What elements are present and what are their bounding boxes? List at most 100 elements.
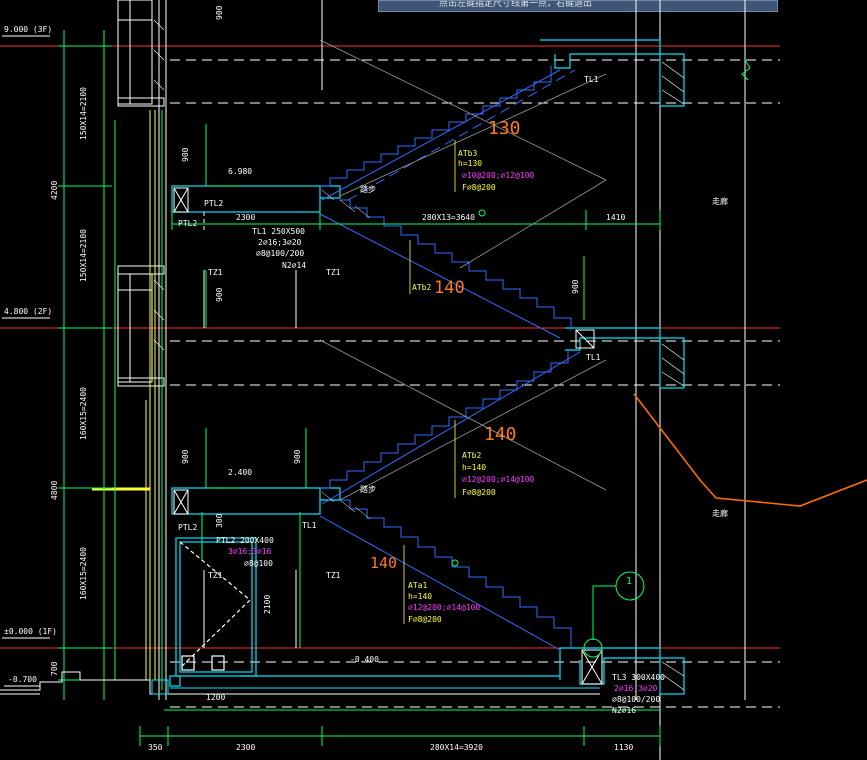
tl1-rebar3: N2⌀14 xyxy=(282,261,306,270)
dim-900-e: 900 xyxy=(571,279,580,294)
count-140-lower: 140 xyxy=(484,424,517,445)
corridor-lower: 走廊 xyxy=(712,508,728,518)
ptl2-rebar1: 3⌀16;3⌀16 xyxy=(228,547,272,556)
left-dimension-chain xyxy=(58,30,112,700)
atb2-lower-rebar2: F⌀8@200 xyxy=(462,488,496,497)
dim-900-b: 900 xyxy=(215,287,224,302)
count-140-ground: 140 xyxy=(370,554,397,572)
tread-lower: 踏步 xyxy=(360,484,376,494)
dim-1410: 1410 xyxy=(606,213,625,222)
elev-2400: 2.400 xyxy=(228,468,252,477)
tl1-rebar1: 2⌀16;3⌀20 xyxy=(258,238,302,247)
dim-700: 700 xyxy=(50,661,59,676)
atb2-lower-h: h=140 xyxy=(462,463,486,472)
left-dimension-texts: 150X14=2100 4200 150X14=2100 160X15=2400… xyxy=(50,87,88,676)
door-frame xyxy=(175,537,257,677)
dimension-lines xyxy=(139,124,661,746)
dim-4800: 4800 xyxy=(50,481,59,500)
atb3-h: h=130 xyxy=(458,159,482,168)
tl3-spec: TL3 300X400 xyxy=(612,673,665,682)
flight-atb2-mid xyxy=(340,199,572,330)
count-140-mid: 140 xyxy=(434,278,465,298)
atb3-rebar1: ⌀10@200;⌀12@100 xyxy=(462,171,534,180)
facade-green-posts xyxy=(114,110,163,690)
dim-2100: 2100 xyxy=(263,595,272,614)
reference-diagonals xyxy=(319,39,607,501)
facade-windows xyxy=(117,0,165,387)
level-4800-2f: 4.800 (2F) xyxy=(4,307,52,316)
tl1-upper-right: TL1 xyxy=(584,75,599,84)
ata1-name: ATa1 xyxy=(408,581,427,590)
tz1-d: TZ1 xyxy=(326,571,341,580)
dim-160x15-lower: 160X15=2400 xyxy=(79,547,88,600)
dim-2300-upper: 2300 xyxy=(236,213,255,222)
stair-flights xyxy=(319,66,581,651)
ptl2-upper-left: PTL2 xyxy=(178,219,197,228)
level-0000-1f: ±0.000 (1F) xyxy=(4,627,57,636)
vertical-axis-lines xyxy=(158,0,746,760)
break-line xyxy=(633,393,867,507)
tz1-b: TZ1 xyxy=(326,268,341,277)
dim-1200: 1200 xyxy=(206,693,225,702)
flight-annotations: ATb3 h=130 ⌀10@200;⌀12@100 F⌀8@200 ATb2 … xyxy=(408,149,534,624)
elev-6980: 6.980 xyxy=(228,167,252,176)
atb3-name: ATb3 xyxy=(458,149,477,158)
flight-counts: 130 140 140 140 xyxy=(370,118,521,572)
dim-150x14-upper: 150X14=2100 xyxy=(79,87,88,140)
right-zigzag xyxy=(741,59,751,81)
atb2-lower-rebar1: ⌀12@200;⌀14@100 xyxy=(462,475,534,484)
bottom-dim-2300: 2300 xyxy=(236,743,255,752)
ptl2-lower-spec: PTL2 200X400 xyxy=(216,536,274,545)
tl3-rebar2: ⌀8@100/200 xyxy=(612,695,660,704)
tl3-rebar3: N2⌀16 xyxy=(612,706,636,715)
bottom-dimension-texts: 350 2300 280X14=3920 1130 xyxy=(148,743,633,752)
ata1-h: h=140 xyxy=(408,592,432,601)
axis-number: 1 xyxy=(626,576,632,587)
flight-atb3 xyxy=(320,66,552,187)
corridor-upper: 走廊 xyxy=(712,196,728,206)
flight-ata1 xyxy=(340,499,572,648)
annotation-leaders xyxy=(403,140,456,624)
ptl2-lower-left: PTL2 xyxy=(178,523,197,532)
tl3-rebar1: 2⌀16;3⌀20 xyxy=(614,684,658,693)
bottom-dim-1130: 1130 xyxy=(614,743,633,752)
beams-columns xyxy=(173,187,603,685)
tz1-a: TZ1 xyxy=(208,268,223,277)
dim-300: 300 xyxy=(215,513,224,528)
ground-line xyxy=(0,671,600,695)
tz1-c: TZ1 xyxy=(208,571,223,580)
ata1-rebar2: F⌀8@200 xyxy=(408,615,442,624)
bottom-dim-350: 350 xyxy=(148,743,163,752)
level-9000-3f: 9.000 (3F) xyxy=(4,25,52,34)
stair-hatch xyxy=(321,189,371,520)
axis-bubble xyxy=(451,209,645,658)
beam-annotations: PTL2 PTL2 TL1 250X500 2⌀16;3⌀20 ⌀8@100/2… xyxy=(178,75,665,715)
dim-4200: 4200 xyxy=(50,181,59,200)
bottom-dim-280x14: 280X14=3920 xyxy=(430,743,483,752)
level-marks: 9.000 (3F) 4.800 (2F) ±0.000 (1F) -0.700 xyxy=(2,25,57,687)
dim-160x15-upper: 160X15=2400 xyxy=(79,387,88,440)
tl1-spec: TL1 250X500 xyxy=(252,227,305,236)
ptl2-rebar2: ⌀8@100 xyxy=(244,559,273,568)
dim-900-c: 900 xyxy=(181,449,190,464)
dim-280x13: 280X13=3640 xyxy=(422,213,475,222)
status-tooltip: 点击左键指定尺寸线第一点，右键退出 xyxy=(378,0,778,12)
tread-upper: 踏步 xyxy=(360,184,376,194)
tl1-rebar2: ⌀8@100/200 xyxy=(256,249,304,258)
misc-labels: 走廊 走廊 6.980 2.400 -0.400 2300 280X13=364… xyxy=(181,5,728,702)
facade-yellow-mullions xyxy=(92,110,156,680)
elev-minus-0400: -0.400 xyxy=(350,655,379,664)
dim-900-d: 900 xyxy=(293,449,302,464)
atb2-lower-name: ATb2 xyxy=(462,451,481,460)
tl1-lower: TL1 xyxy=(302,521,317,530)
level-minus-0700: -0.700 xyxy=(8,675,37,684)
atb3-rebar2: F⌀8@200 xyxy=(462,183,496,192)
dim-900-a: 900 xyxy=(181,147,190,162)
count-130: 130 xyxy=(488,118,521,139)
wall-hatch xyxy=(153,19,685,691)
hidden-lines xyxy=(170,59,780,708)
atb2-mid-name: ATb2 xyxy=(412,283,431,292)
dim-900-f: 900 xyxy=(215,5,224,20)
flight-atb2-lower xyxy=(320,350,569,489)
